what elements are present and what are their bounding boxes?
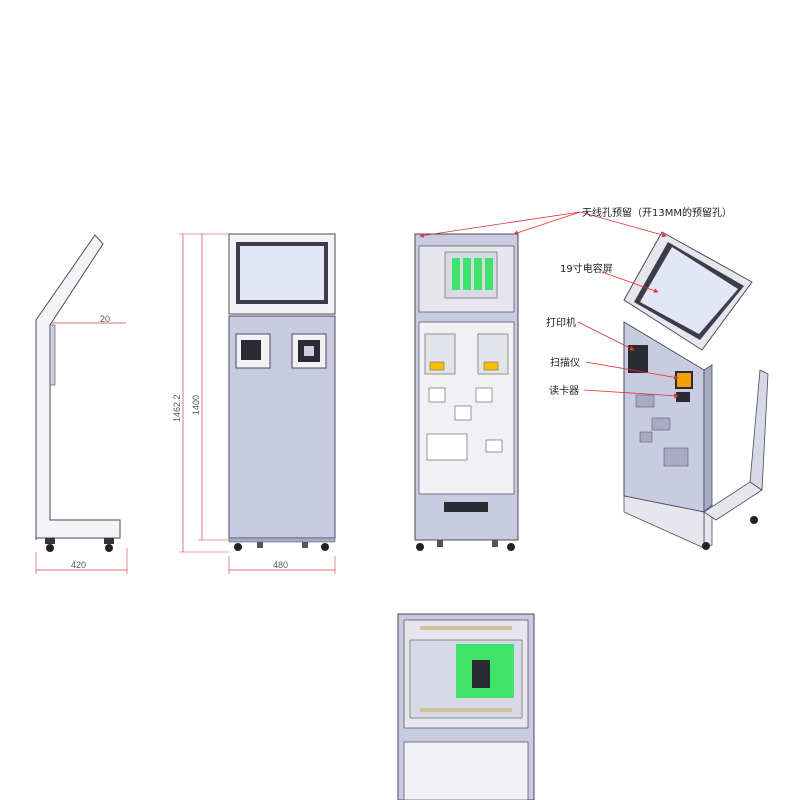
callout-antenna: 天线孔预留（开13MM的预留孔）	[582, 206, 732, 219]
callout-printer: 打印机	[546, 316, 576, 329]
side-view: 20 420	[35, 234, 128, 574]
callouts: 天线孔预留（开13MM的预留孔） 19寸电容屏 打印机 扫描仪 读卡器	[419, 206, 732, 399]
isometric-view	[623, 231, 769, 550]
callout-scanner: 扫描仪	[550, 356, 580, 369]
front-screen	[240, 246, 324, 300]
front-view: 1462.2 1400 480	[172, 233, 336, 574]
detail-view	[397, 613, 535, 800]
side-caster-left	[45, 538, 55, 552]
back-mainboard	[452, 258, 493, 290]
callout-screen: 19寸电容屏	[560, 262, 613, 275]
iso-printer	[628, 345, 648, 373]
callout-card-reader: 读卡器	[549, 384, 579, 397]
dim-side-offset: 20	[100, 314, 110, 324]
back-power-strip	[444, 502, 488, 512]
iso-screen	[640, 247, 738, 334]
iso-card-reader	[676, 392, 690, 402]
dim-side-width: 420	[71, 560, 86, 570]
dim-front-inner-height: 1400	[191, 395, 201, 415]
front-printer	[241, 340, 261, 360]
iso-scanner	[675, 371, 693, 389]
dim-front-total-height: 1462.2	[172, 394, 182, 422]
dim-front-width: 480	[273, 560, 288, 570]
back-view	[414, 233, 519, 551]
side-caster-right	[104, 538, 114, 552]
